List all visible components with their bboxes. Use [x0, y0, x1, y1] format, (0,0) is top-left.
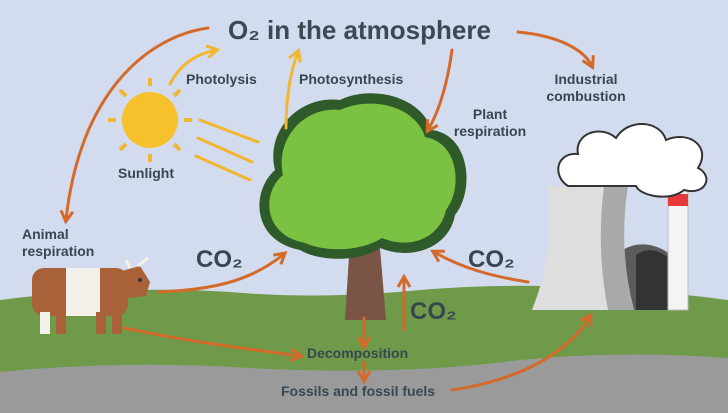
- power-plant-icon: [532, 123, 708, 311]
- label-animal-line2: respiration: [22, 243, 95, 259]
- label-fossils: Fossils and fossil fuels: [281, 383, 436, 399]
- label-animal-line1: Animal: [22, 226, 69, 242]
- yellow-arrows: [168, 44, 302, 130]
- label-industrial-line2: combustion: [546, 88, 626, 104]
- label-plant-respiration-line1: Plant: [472, 106, 508, 122]
- sun-icon: [108, 78, 192, 162]
- label-co2-ground: CO₂: [410, 298, 457, 325]
- label-co2-industrial: CO₂: [468, 246, 515, 273]
- sunlight-rays: [194, 118, 260, 182]
- label-industrial-line1: Industrial: [554, 71, 618, 87]
- arrow-title-to-industrial: [516, 30, 595, 71]
- arrow-title-to-plant: [425, 48, 454, 134]
- label-photolysis: Photolysis: [186, 71, 257, 87]
- label-animal-respiration: Animal respiration: [22, 226, 112, 260]
- arrow-photolysis: [168, 44, 221, 86]
- label-plant-respiration-line2: respiration: [453, 123, 527, 139]
- cow-icon: [32, 256, 150, 334]
- label-decomposition: Decomposition: [307, 345, 409, 361]
- arrow-fossils-to-plant: [450, 312, 593, 392]
- arrow-photosynthesis: [284, 47, 302, 130]
- arrow-cow-to-decomposition: [122, 326, 305, 363]
- diagram-title: O₂ in the atmosphere: [228, 15, 491, 45]
- arrow-title-to-animal: [59, 26, 210, 225]
- orange-arrows: [59, 26, 595, 392]
- label-photosynthesis: Photosynthesis: [299, 71, 404, 87]
- label-plant-respiration: Plant respiration: [450, 106, 530, 140]
- tree-icon: [259, 93, 467, 320]
- label-industrial-combustion: Industrial combustion: [540, 71, 632, 105]
- label-sunlight: Sunlight: [118, 165, 174, 181]
- arrow-plant-to-tree: [430, 249, 530, 284]
- label-co2-animal: CO₂: [196, 246, 243, 273]
- arrow-cow-to-tree: [156, 251, 288, 294]
